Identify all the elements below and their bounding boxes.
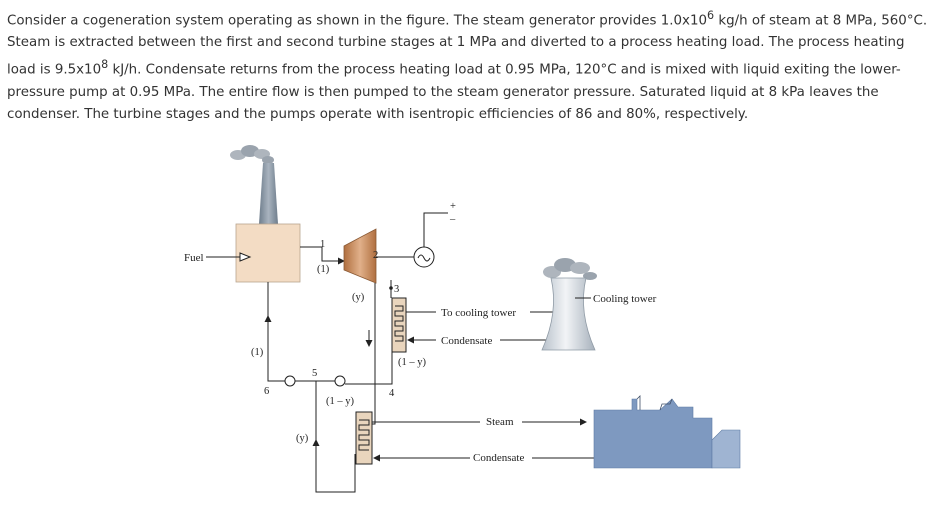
- state-3-dot: [389, 286, 393, 290]
- problem-text-2: kg/h of steam at 8 MPa, 560°C. Steam is …: [7, 13, 928, 78]
- flow-y-turbine-label: (y): [352, 292, 365, 303]
- problem-text-3: kJ/h. Condensate returns from the proces…: [7, 62, 901, 122]
- high-pressure-pump: [284, 375, 296, 387]
- state-2-label: 2: [373, 250, 378, 261]
- problem-statement: Consider a cogeneration system operating…: [7, 5, 937, 126]
- factory-outline-icon: [636, 395, 673, 411]
- flow-1my-condenser-label: (1 – y): [398, 357, 426, 368]
- low-pressure-pump: [334, 375, 346, 387]
- condenser-coil-icon: [394, 305, 404, 342]
- cooling-tower: [541, 277, 596, 351]
- cooling-tower-label: Cooling tower: [593, 293, 657, 305]
- factory-icon: [593, 398, 713, 469]
- condensate-line: [345, 352, 393, 385]
- state-1-label: 1: [320, 239, 325, 250]
- problem-text-1: Consider a cogeneration system operating…: [7, 13, 708, 29]
- flow-1my-pump-label: (1 – y): [326, 396, 354, 407]
- state-5-label: 5: [312, 368, 317, 379]
- stack-smoke: [230, 145, 274, 164]
- exponent-1: 6: [707, 9, 715, 22]
- factory-building-right: [711, 429, 741, 469]
- exponent-2: 8: [101, 58, 109, 72]
- condensate-cooling-label: Condensate: [441, 335, 492, 347]
- to-cooling-tower-label: To cooling tower: [441, 307, 516, 319]
- turbine: [343, 228, 377, 284]
- fuel-arrow-icon: [239, 252, 252, 262]
- generator-leads: [423, 212, 448, 247]
- state-3-label: 3: [394, 284, 399, 295]
- boiler-stack: [259, 163, 278, 224]
- flow-1-label: (1): [317, 264, 330, 275]
- state-6-label: 6: [264, 386, 269, 397]
- main-steam-line: [300, 246, 345, 265]
- steam-generator: [235, 223, 301, 283]
- cooling-tower-steam: [543, 258, 597, 280]
- process-heater-coil-icon: [358, 419, 370, 451]
- process-condensate-return: [315, 381, 356, 493]
- fuel-label: Fuel: [184, 252, 204, 264]
- feedwater-line: [267, 282, 285, 382]
- state-4-label: 4: [389, 388, 395, 399]
- generator-minus-label: –: [449, 214, 456, 225]
- generator-wave-icon: [417, 254, 431, 262]
- flow-1-left-label: (1): [251, 347, 264, 358]
- condensate-process-label: Condensate: [473, 452, 524, 464]
- flow-y-return-label: (y): [296, 433, 309, 444]
- steam-label: Steam: [486, 416, 514, 428]
- generator-plus-label: +: [450, 201, 456, 212]
